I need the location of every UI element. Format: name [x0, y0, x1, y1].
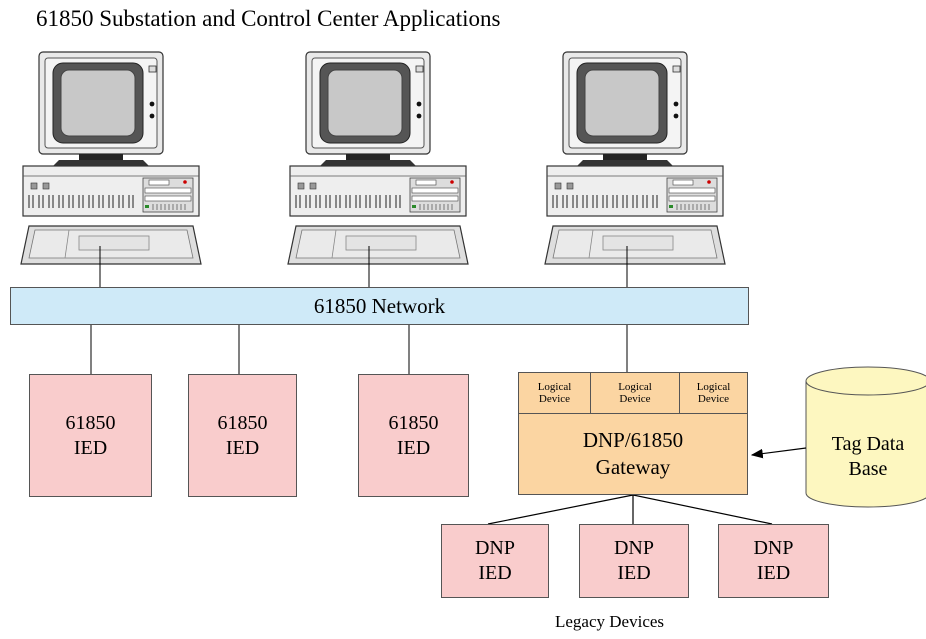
ied-label-line2: IED: [396, 436, 431, 459]
dnp-ied-label-line1: DNP: [753, 537, 794, 559]
logical-device-3: Logical Device: [680, 373, 747, 414]
database-cylinder-icon: [805, 366, 926, 508]
ied-label-line1: 61850: [388, 411, 439, 434]
dnp-ied-label-line2: IED: [478, 562, 512, 584]
network-bar: 61850 Network: [10, 287, 749, 325]
workstation-2-icon: [287, 51, 469, 265]
logical-device-label: Device: [619, 393, 651, 405]
network-label: 61850 Network: [313, 293, 446, 318]
gateway-label-line1: DNP/61850: [582, 428, 684, 452]
logical-device-label: Device: [538, 393, 571, 405]
logical-device-label: Logical: [618, 381, 652, 393]
ied-label-line2: IED: [225, 436, 260, 459]
dnp-ied-box-3: DNP IED: [718, 524, 829, 598]
ied-label-line2: IED: [73, 436, 108, 459]
legacy-devices-label: Legacy Devices: [555, 612, 665, 631]
logical-device-label: Device: [697, 393, 730, 405]
gateway-box: Logical Device Logical Device Logical De…: [518, 372, 748, 495]
dnp-ied-label-line2: IED: [617, 562, 651, 584]
gateway-label-line2: Gateway: [595, 455, 671, 479]
dnp-ied-label-line2: IED: [756, 562, 791, 584]
database-label-line1: Tag Data: [831, 433, 905, 455]
ied-label-line1: 61850: [217, 411, 268, 434]
page-title: 61850 Substation and Control Center Appl…: [36, 6, 501, 31]
dnp-ied-label-line1: DNP: [474, 537, 515, 559]
ied-box-2: 61850 IED: [188, 374, 297, 497]
workstation-1-icon: [20, 51, 202, 265]
ied-box-3: 61850 IED: [358, 374, 469, 497]
logical-device-2: Logical Device: [591, 373, 680, 414]
workstation-3-icon: [544, 51, 726, 265]
ied-box-1: 61850 IED: [29, 374, 152, 497]
ied-label-line1: 61850: [65, 411, 116, 434]
gateway-label: DNP/61850 Gateway: [519, 427, 747, 481]
logical-device-label: Logical: [696, 381, 731, 393]
dnp-ied-label-line1: DNP: [613, 537, 654, 559]
dnp-ied-box-2: DNP IED: [579, 524, 689, 598]
database-label: Tag Data Base: [806, 432, 926, 482]
logical-device-1: Logical Device: [519, 373, 591, 414]
database-label-line2: Base: [848, 458, 888, 480]
logical-device-label: Logical: [537, 381, 572, 393]
dnp-ied-box-1: DNP IED: [441, 524, 549, 598]
